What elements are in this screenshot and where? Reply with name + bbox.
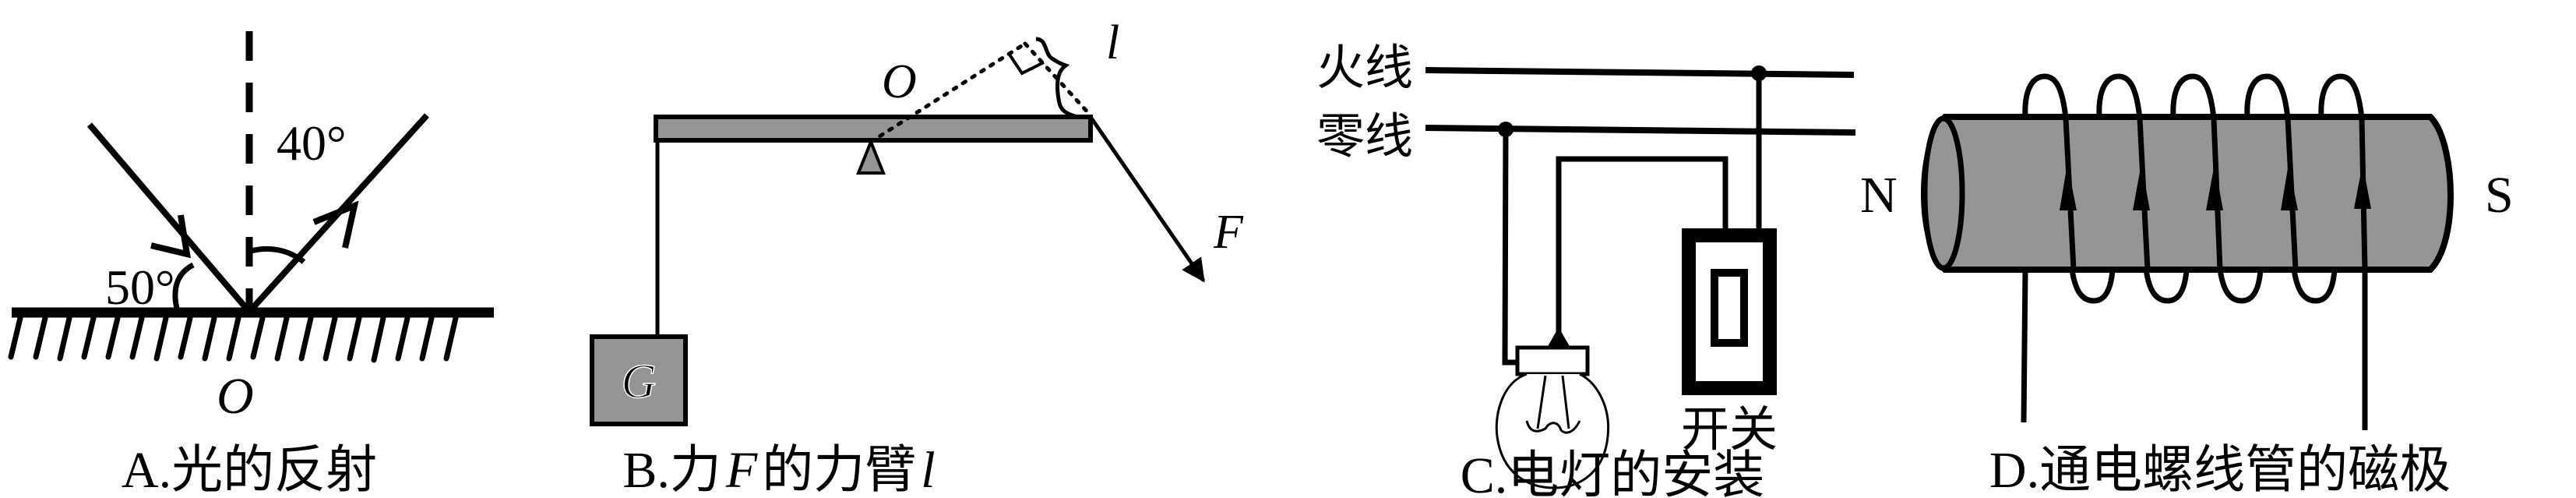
weight-block [590,334,688,426]
angle-reflect-label: 40° [277,115,347,171]
lead-wire-left [2021,269,2028,423]
caption-c: C.电灯的安装 [1461,447,1765,498]
caption-a: A.光的反射 [122,442,377,498]
live-wire [1425,67,1855,78]
arm-brace-icon [1035,37,1079,119]
angle-incident-label: 50° [105,260,175,315]
pivot-o-label: O [882,55,917,108]
right-angle-icon [1008,53,1045,76]
caption-b-l: l [921,442,935,498]
angle-arc-50 [172,262,195,313]
point-o-label: O [217,368,254,425]
solenoid-end-face [1922,115,1965,271]
panel-c-wiring: 火线 零线 开关 C.电灯的安装 [1316,42,1856,498]
arm-dotted-line [869,41,1027,144]
south-pole-label: S [2485,167,2514,224]
live-wire-label: 火线 [1316,42,1413,95]
switch-label: 开关 [1681,404,1778,457]
incident-ray [86,122,252,314]
incident-arrow-icon [150,214,191,259]
caption-b-f: F [725,442,758,498]
lever-beam [654,115,1093,143]
neutral-to-lamp-wire [1502,129,1519,366]
solenoid-core [1920,114,2454,273]
caption-d: D.通电螺线管的磁极 [1989,442,2451,498]
reflected-arrow-icon [312,200,359,249]
panel-a-reflection: 50° 40° O A.光的反射 [8,31,494,498]
light-bulb-icon [1495,327,1610,489]
force-f-label: F [1213,206,1244,259]
caption-b-mid: 的力臂 [762,442,916,498]
panel-b-lever: G O l F B.力 F 的力臂 l [590,16,1244,498]
caption-b-prefix: B.力 [622,442,721,498]
panel-d-solenoid: N S [1860,73,2514,498]
pivot-fulcrum-icon [856,137,886,175]
neutral-wire [1425,125,1856,136]
north-pole-label: N [1860,167,1898,224]
switch-toggle[interactable] [1711,269,1748,347]
current-arrow-icons [2060,164,2371,210]
coil-back-loops [2022,73,2365,119]
force-arrow [1088,115,1206,283]
mirror-hatching [8,315,459,363]
coil-bottom-loops [2069,269,2338,304]
weight-label: G [622,355,657,408]
switch-to-lamp-wire [1556,156,1728,335]
arm-l-label: l [1106,16,1119,69]
neutral-wire-label: 零线 [1316,111,1413,164]
angle-arc-40 [250,245,306,264]
